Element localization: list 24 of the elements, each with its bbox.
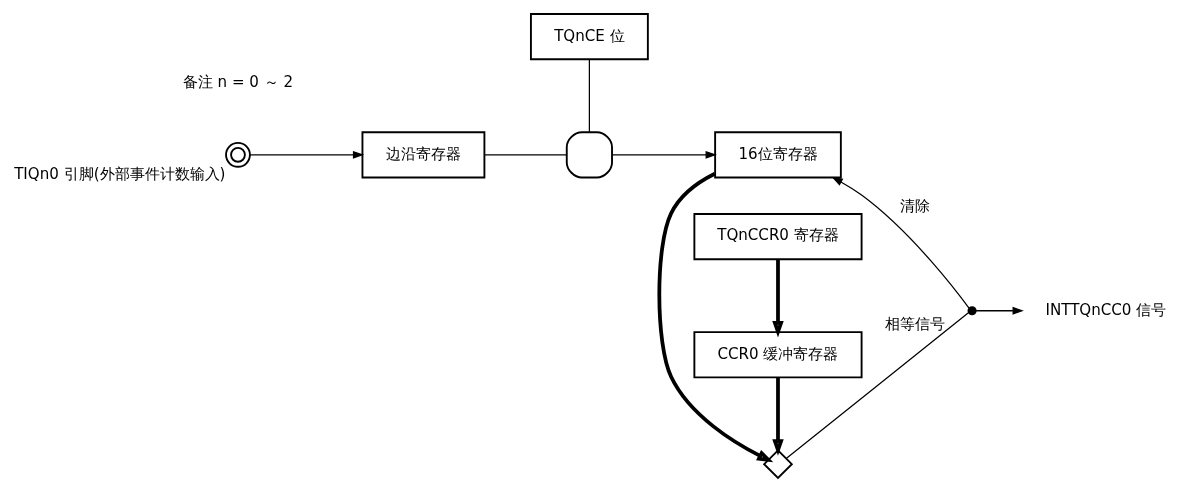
- node-box: 边沿寄存器: [361, 130, 486, 178]
- arrow: [611, 150, 717, 159]
- edge-label: 相等信号: [885, 314, 946, 333]
- node-box: 16位寄存器: [714, 130, 842, 178]
- node-dot: [967, 305, 977, 315]
- arrow: [249, 150, 365, 159]
- node-box: TQnCCR0 寄存器: [693, 212, 863, 260]
- arrow: [772, 258, 784, 337]
- node-label: TIQn0 引脚(外部事件计数输入): [14, 164, 226, 183]
- node-text: INTTQnCC0 信号: [1045, 300, 1167, 319]
- edge-label: 清除: [900, 196, 931, 215]
- arrow: [657, 171, 774, 462]
- node-cross: [762, 448, 794, 479]
- arrow: [975, 306, 1024, 315]
- connector: [588, 58, 590, 132]
- connector: [785, 311, 970, 459]
- arrow: [831, 176, 970, 309]
- label: 备注 n = 0 ～ 2: [182, 72, 294, 91]
- node-box: TQnCE 位: [530, 12, 649, 60]
- node-gate: [565, 130, 613, 178]
- node-box: CCR0 缓冲寄存器: [693, 330, 863, 378]
- arrow: [772, 376, 784, 456]
- connector: [484, 153, 568, 155]
- node-circle: [225, 141, 251, 168]
